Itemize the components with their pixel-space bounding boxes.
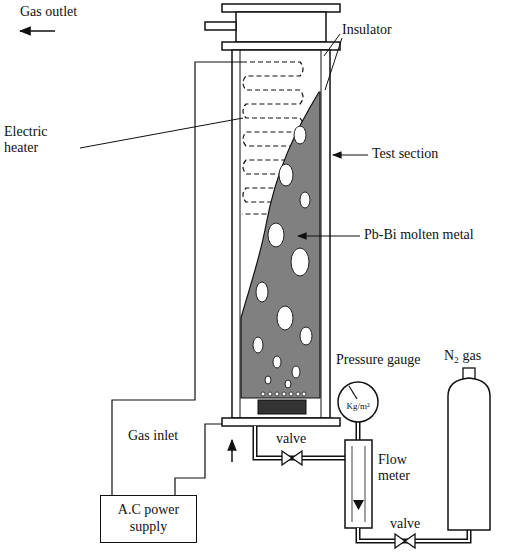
gauge-unit: Kg/m² [338, 401, 378, 411]
valve-label: valve [276, 431, 306, 447]
gas-cylinder [448, 378, 490, 530]
outlet-label: Gas outlet [20, 4, 77, 20]
part-label: Insulator [342, 22, 392, 38]
part-label: Flow meter [378, 452, 428, 484]
top-neck [236, 12, 326, 42]
flow-tube [365, 446, 366, 522]
box-text: A.C power supply [106, 502, 191, 536]
leader-line [80, 118, 243, 148]
flow-meter [345, 440, 372, 528]
leader-arrow [298, 235, 360, 236]
flow-float [353, 500, 364, 510]
valve-symbol [282, 451, 302, 465]
valve-label: valve [390, 516, 420, 532]
insulator-line [321, 50, 322, 418]
leader-line [325, 38, 342, 90]
gas-distributor [258, 400, 306, 414]
part-label: Test section [372, 146, 438, 162]
valve-symbol [395, 534, 415, 548]
power-wire [175, 424, 222, 495]
part-label: N₂ gas [444, 348, 481, 364]
cap-flange [222, 42, 340, 50]
leader-arrow [333, 154, 368, 155]
insulator-line [240, 50, 241, 418]
nozzle-dots [261, 392, 306, 396]
part-label: Electric heater [4, 124, 78, 156]
gauge-stem [357, 422, 359, 440]
part-label: Pressure gauge [336, 352, 420, 368]
flow-tube [352, 446, 353, 522]
outlet-pipe [205, 22, 236, 30]
outlet-arrow [20, 30, 55, 32]
power-wire [112, 62, 242, 495]
pressure-gauge [338, 382, 378, 422]
bottom-flange [222, 418, 340, 426]
top-flange [222, 4, 340, 12]
gauge-needle [349, 386, 357, 399]
inlet-arrow [231, 440, 233, 462]
part-label: Pb-Bi molten metal [364, 227, 474, 243]
gauge-stem [356, 422, 361, 440]
molten-metal [241, 92, 320, 398]
power-supply-box: A.C power supply [100, 495, 197, 543]
bubbles [253, 126, 312, 388]
test-section-wall [232, 50, 330, 418]
inlet-label: Gas inlet [128, 428, 178, 444]
